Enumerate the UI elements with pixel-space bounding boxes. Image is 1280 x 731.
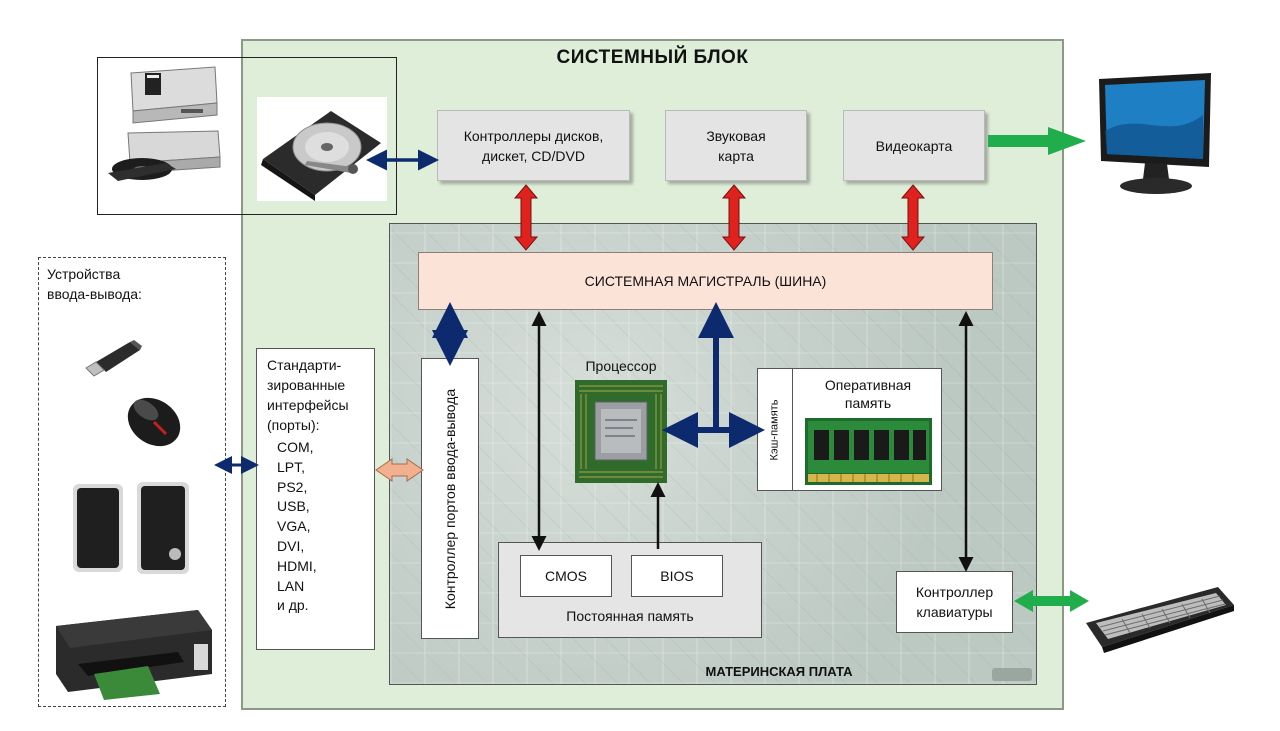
- cache-memory: Кэш-память: [757, 368, 793, 491]
- hard-disk-icon: [257, 97, 387, 201]
- port-item: HDMI,: [277, 557, 317, 574]
- usb-flash-drive-icon: [85, 340, 142, 377]
- video-output-arrow: [988, 127, 1086, 155]
- keyboard-icon: [1086, 587, 1234, 653]
- keyboard-controller-line2: клавиатуры: [916, 604, 993, 620]
- system-bus-label: СИСТЕМНАЯ МАГИСТРАЛЬ (ШИНА): [584, 273, 827, 289]
- storage-devices-frame: [97, 57, 397, 215]
- sound-card-line2: карта: [718, 147, 754, 164]
- disk-controllers-box: Контроллеры дисков, дискет, CD/DVD: [437, 110, 630, 181]
- sound-card-line1: Звуковая: [706, 127, 766, 144]
- sound-card-bus-arrow: [721, 184, 747, 251]
- watermark-logo: [992, 668, 1032, 681]
- interfaces-heading-1: Стандарти-: [267, 357, 342, 373]
- ram-label-line1: Оперативная: [824, 377, 912, 393]
- port-item: DVI,: [277, 537, 305, 554]
- monitor-icon: [1099, 73, 1211, 194]
- io-devices-label: Устройства ввода-вывода:: [47, 264, 142, 304]
- floppy-drive-icon: [130, 66, 218, 124]
- ram-label-line2: память: [844, 395, 892, 411]
- standard-interfaces-box: Стандарти- зированные интерфейсы (порты)…: [256, 348, 375, 650]
- port-item: USB,: [277, 498, 310, 515]
- port-item: PS2,: [277, 478, 308, 495]
- keyboard-controller: Контроллер клавиатуры: [896, 571, 1013, 633]
- video-card-bus-arrow: [900, 184, 926, 251]
- io-devices-line1: Устройства: [47, 266, 121, 282]
- disk-controllers-bus-arrow: [513, 184, 539, 251]
- rom-label: Постоянная память: [566, 608, 694, 624]
- ram-label: Оперативная память: [794, 376, 942, 412]
- system-unit-title: СИСТЕМНЫЙ БЛОК: [556, 47, 749, 68]
- interfaces-heading-3: интерфейсы: [267, 397, 349, 413]
- video-card-label: Видеокарта: [875, 137, 953, 154]
- video-card-box: Видеокарта: [843, 110, 985, 181]
- dvd-drive-icon: [108, 130, 221, 181]
- interfaces-heading-2: зированные: [267, 377, 346, 393]
- port-item: VGA,: [277, 518, 311, 535]
- port-item: COM,: [277, 439, 314, 455]
- processor-chip-icon: [575, 380, 667, 483]
- disk-controllers-line1: Контроллеры дисков,: [463, 127, 604, 144]
- processor-label: Процессор: [585, 358, 657, 374]
- port-item: LPT,: [277, 458, 306, 475]
- cmos-chip: CMOS: [520, 555, 612, 597]
- io-devices-frame: [38, 257, 226, 707]
- interfaces-port-controller-arrow: [375, 458, 424, 482]
- system-bus: СИСТЕМНАЯ МАГИСТРАЛЬ (ШИНА): [418, 252, 993, 310]
- printer-icon: [56, 610, 212, 700]
- bios-chip: BIOS: [631, 555, 723, 597]
- keyboard-controller-line1: Контроллер: [915, 584, 994, 600]
- ram-module-icon: [805, 418, 932, 485]
- keyboard-link-arrow: [1014, 590, 1089, 612]
- port-item: LAN: [277, 577, 305, 594]
- bios-label: BIOS: [660, 568, 694, 584]
- disk-controllers-line2: дискет, CD/DVD: [482, 147, 585, 164]
- cmos-label: CMOS: [545, 568, 587, 584]
- port-item: и др.: [277, 597, 309, 614]
- sound-card-box: Звуковая карта: [665, 110, 807, 181]
- motherboard-title: МАТЕРИНСКАЯ ПЛАТА: [705, 664, 853, 679]
- interfaces-heading-4: (порты):: [267, 417, 320, 433]
- io-port-controller: Контроллер портов ввода-вывода: [421, 358, 479, 639]
- speakers-icon: [73, 482, 189, 574]
- mouse-icon: [127, 397, 181, 447]
- io-devices-line2: ввода-вывода:: [47, 286, 142, 302]
